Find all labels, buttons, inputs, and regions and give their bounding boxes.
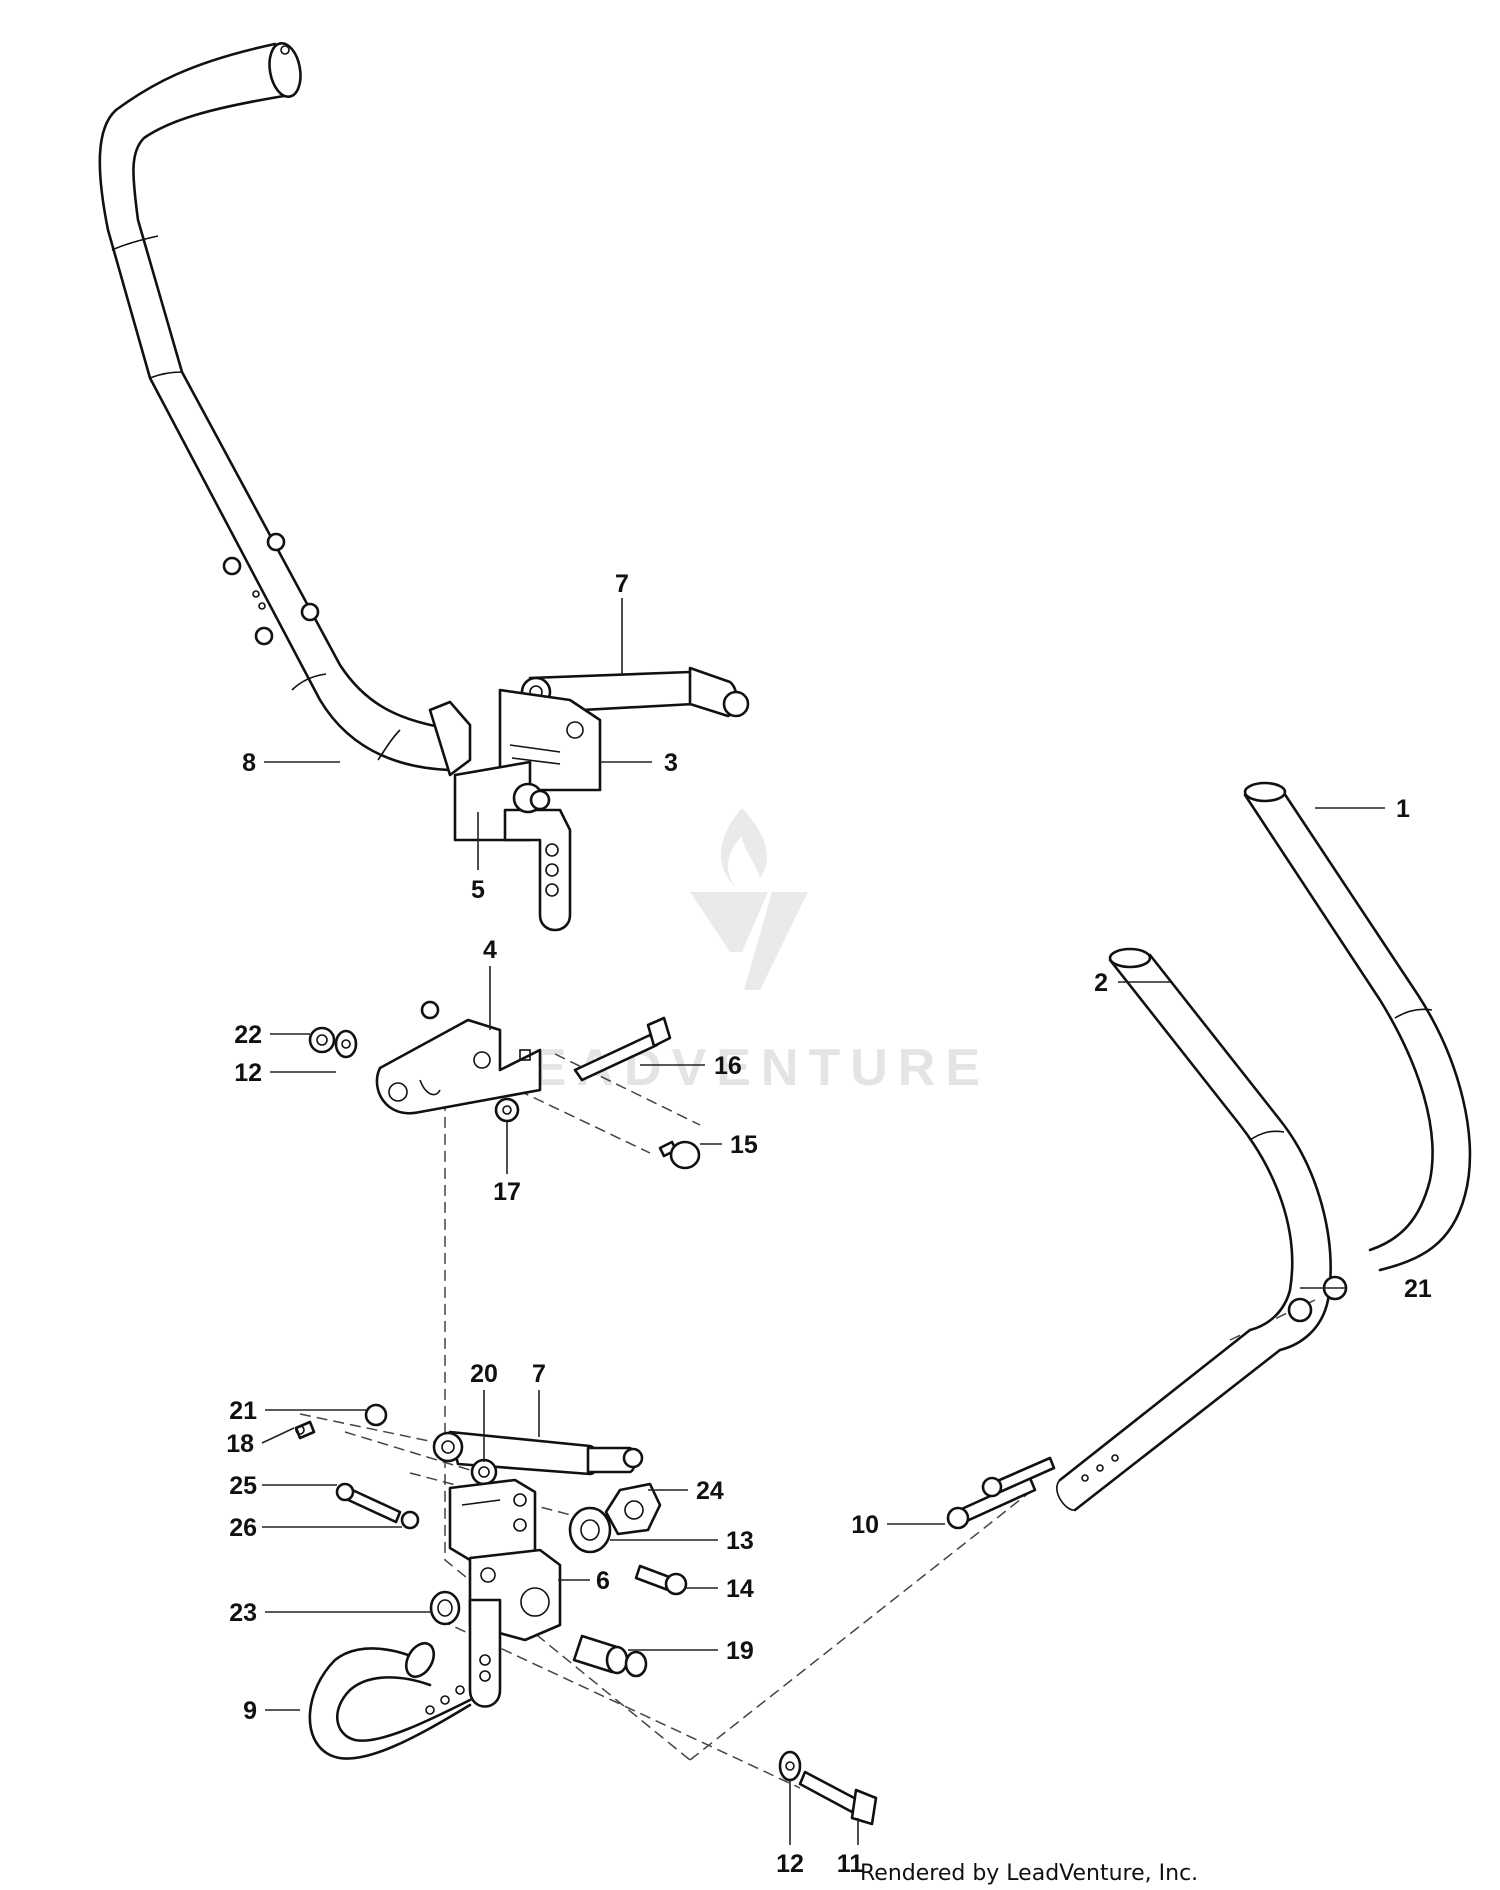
callout-6: 6 <box>596 1567 610 1595</box>
carriage-bolt-15 <box>658 1140 701 1170</box>
nut-22 <box>308 1026 336 1054</box>
washer-12-upper <box>334 1029 358 1059</box>
callout-17: 17 <box>493 1178 521 1206</box>
control-lever-handle-8 <box>98 41 460 772</box>
washer-13 <box>568 1506 612 1554</box>
pivot-plate-lower <box>448 1478 537 1562</box>
callout-10: 10 <box>851 1511 879 1539</box>
callout-18: 18 <box>226 1430 254 1458</box>
assembly-dash-lines <box>299 1053 1316 1789</box>
leadventure-watermark: LEADVENTURE <box>490 808 990 1097</box>
callout-7-upper: 7 <box>615 570 629 598</box>
callout-5: 5 <box>471 876 485 904</box>
handle-tube-2 <box>1056 947 1332 1512</box>
mount-plate-4 <box>375 1000 542 1115</box>
callout-25: 25 <box>229 1472 257 1500</box>
callout-15: 15 <box>730 1131 758 1159</box>
callout-labels: 7 3 8 5 1 2 4 22 12 16 15 17 21 20 7 21 … <box>226 570 1432 1878</box>
bracket-assembly-3-5 <box>428 688 602 932</box>
watermark-text: LEADVENTURE <box>490 1039 990 1097</box>
damper-lower-7 <box>432 1430 644 1476</box>
grease-fitting-18 <box>294 1420 316 1440</box>
flame-logo-icon <box>720 808 767 888</box>
callout-3: 3 <box>664 749 678 777</box>
callout-4: 4 <box>483 936 497 964</box>
v-logo-icon <box>690 892 808 990</box>
spacer-20 <box>470 1458 498 1486</box>
callout-9: 9 <box>243 1697 257 1725</box>
callout-1: 1 <box>1396 795 1410 823</box>
nut-21-lower <box>364 1403 388 1427</box>
render-credit: Rendered by LeadVenture, Inc. <box>860 1861 1198 1886</box>
bolt-16 <box>573 1016 672 1082</box>
callout-24: 24 <box>696 1477 724 1505</box>
bolt-14 <box>634 1564 688 1596</box>
pivot-block-6 <box>468 1548 562 1708</box>
nut-24 <box>604 1482 662 1536</box>
callout-12-lower: 12 <box>776 1850 804 1878</box>
nut-26 <box>400 1510 420 1530</box>
callout-22: 22 <box>234 1021 262 1049</box>
callout-20: 20 <box>470 1360 498 1388</box>
callout-19: 19 <box>726 1637 754 1665</box>
bolts-10 <box>946 1456 1056 1530</box>
callout-14: 14 <box>726 1575 754 1603</box>
bushing-19 <box>572 1634 648 1678</box>
washer-23 <box>429 1590 461 1626</box>
nut-17 <box>494 1097 520 1123</box>
bolt-11 <box>798 1770 878 1826</box>
leader-lines <box>261 598 1385 1845</box>
callout-26: 26 <box>229 1514 257 1542</box>
handle-bolts <box>222 532 320 646</box>
callout-16: 16 <box>714 1052 742 1080</box>
callout-23: 23 <box>229 1599 257 1627</box>
washer-12-lower <box>778 1750 802 1782</box>
foot-loop-9 <box>308 1641 472 1760</box>
handle-tube-1 <box>1243 781 1472 1272</box>
callout-7-lower: 7 <box>532 1360 546 1388</box>
callout-2: 2 <box>1094 969 1108 997</box>
callout-21-right: 21 <box>1404 1275 1432 1303</box>
callout-21-left: 21 <box>229 1397 257 1425</box>
callout-8: 8 <box>242 749 256 777</box>
callout-13: 13 <box>726 1527 754 1555</box>
callout-11: 11 <box>837 1850 864 1878</box>
callout-12-upper: 12 <box>234 1059 262 1087</box>
nuts-21-right <box>1287 1275 1348 1323</box>
bolt-25 <box>335 1482 402 1524</box>
